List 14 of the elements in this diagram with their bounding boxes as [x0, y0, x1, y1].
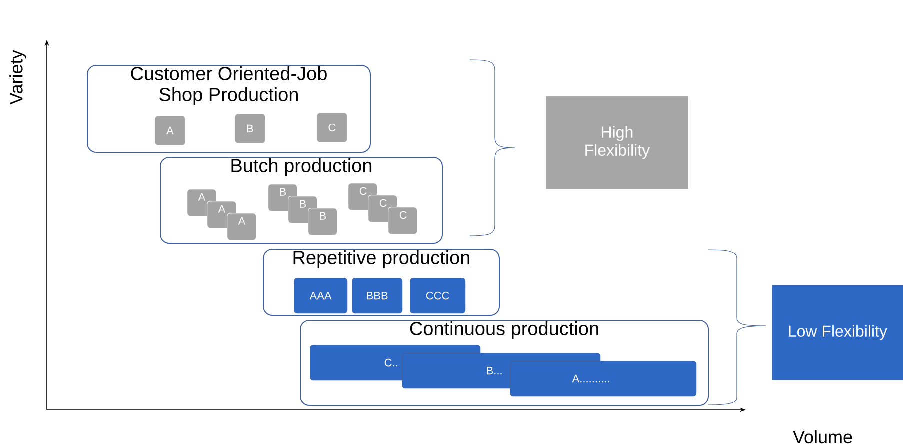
item-bar: A..........: [510, 361, 697, 397]
item-tile: C: [317, 113, 348, 142]
item-tile: BBB: [352, 278, 403, 314]
y-axis-label: Variety: [10, 50, 26, 105]
flexibility-box: Low Flexibility: [772, 285, 903, 380]
x-axis-label: Volume: [793, 430, 852, 444]
item-tile: B: [308, 208, 338, 236]
flexibility-box: High Flexibility: [546, 96, 688, 190]
item-tile: CCC: [410, 278, 466, 314]
item-tile: C: [388, 207, 418, 235]
item-tile: A: [227, 213, 257, 241]
item-tile: AAA: [294, 278, 348, 314]
item-tile: B: [235, 114, 266, 144]
item-tile: A: [155, 116, 186, 146]
